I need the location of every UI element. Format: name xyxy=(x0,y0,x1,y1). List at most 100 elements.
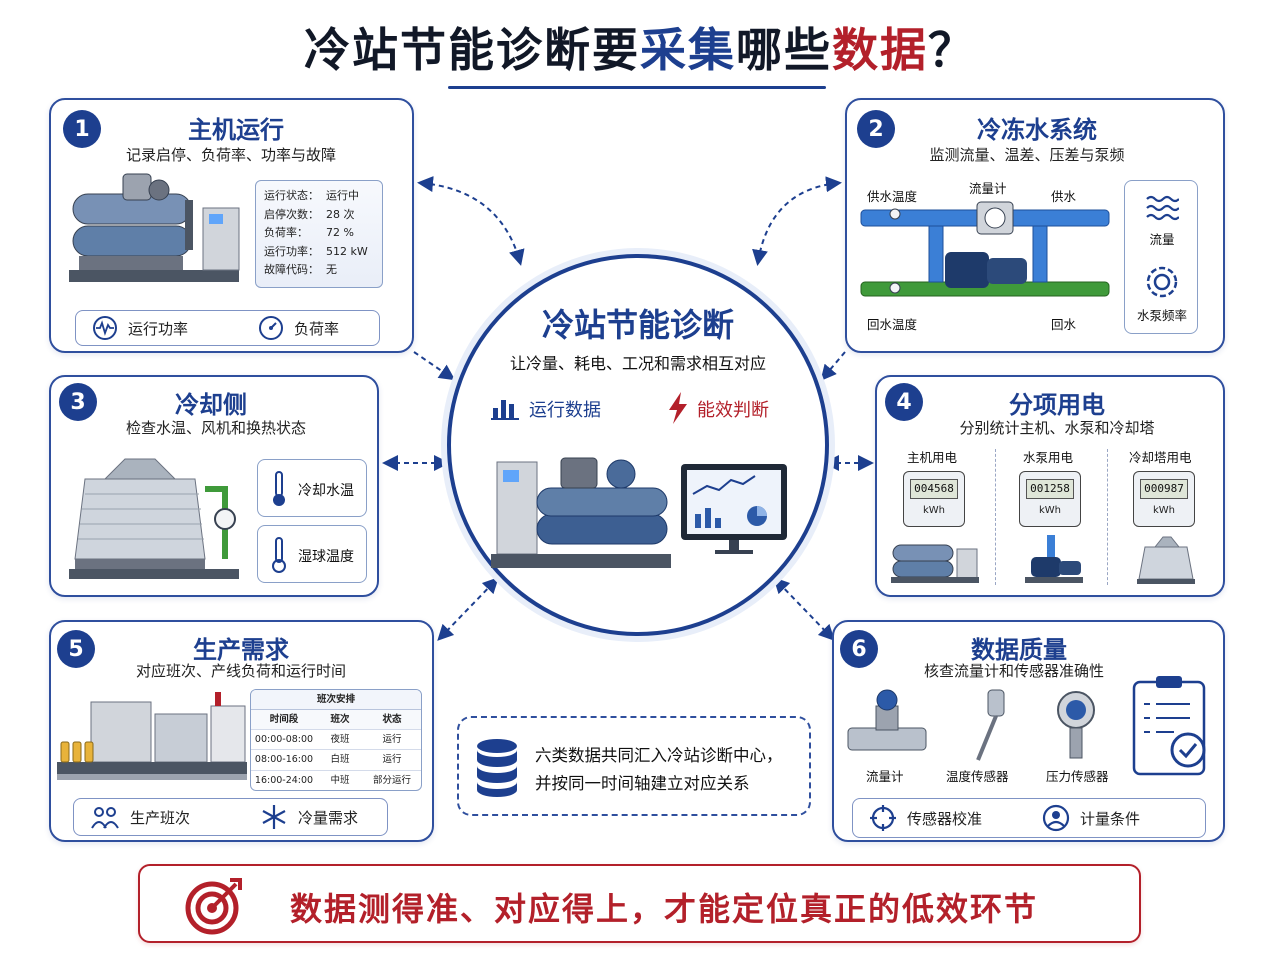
cooling-tower-illustration xyxy=(69,458,239,579)
target-icon xyxy=(185,878,242,935)
pill-label-metering-conditions: 计量条件 xyxy=(1080,809,1141,828)
card-number: 5 xyxy=(57,630,95,668)
temperature-sensor-illustration xyxy=(976,689,1005,761)
status-value: 512 kW xyxy=(326,244,368,258)
schedule-header-row: 时间段 班次 状态 xyxy=(251,710,421,731)
meter-unit: kWh xyxy=(1152,505,1176,516)
meter-display: 001258 xyxy=(1026,479,1074,499)
label-cooling-water-temp: 冷却水温 xyxy=(298,483,354,499)
label-supply: 供水 xyxy=(1051,189,1077,204)
schedule-header: 班次 xyxy=(330,714,350,725)
status-row: 故障代码： 无 xyxy=(264,261,374,280)
status-value: 运行中 xyxy=(326,189,359,202)
status-row: 运行功率： 512 kW xyxy=(264,243,374,262)
arrow-c2-center-b xyxy=(820,351,846,382)
bar-chart-icon xyxy=(491,400,519,420)
divider xyxy=(995,449,996,585)
schedule-header: 状态 xyxy=(382,714,402,725)
pill-label-sensor-calibration: 传感器校准 xyxy=(907,809,983,828)
divider xyxy=(1107,449,1108,585)
schedule-cell: 白班 xyxy=(330,754,350,766)
card-chiller-operation: 1 主机运行 记录启停、负荷率、功率与故障 运行状态：运行中 启停次数：28 次… xyxy=(49,98,414,353)
status-value: 72 % xyxy=(326,226,354,239)
chiller-and-monitor-illustration xyxy=(491,457,787,568)
label-pressure-sensor: 压力传感器 xyxy=(1046,769,1109,784)
status-key: 启停次数： xyxy=(264,207,319,221)
status-key: 负荷率： xyxy=(264,226,308,239)
schedule-header: 时间段 xyxy=(269,714,299,725)
card-title: 分项用电 xyxy=(1009,391,1105,419)
arrow-c1-center xyxy=(417,176,525,266)
energy-meter-tower: 000987 kWh xyxy=(1133,471,1195,527)
card-title: 主机运行 xyxy=(188,116,284,144)
card-title: 数据质量 xyxy=(971,636,1067,664)
status-value: 无 xyxy=(326,263,337,276)
pipe-illustration xyxy=(860,201,1110,297)
meter-unit: kWh xyxy=(1038,505,1062,516)
center-tag-operation-data: 运行数据 xyxy=(529,400,601,421)
chilled-water-side-panel: 流量 水泵频率 xyxy=(1124,180,1198,334)
arrow-c5-center xyxy=(437,577,499,641)
energy-meter-chiller: 004568 kWh xyxy=(903,471,965,527)
label-wet-bulb-temp: 湿球温度 xyxy=(298,549,354,565)
card-number: 4 xyxy=(885,383,923,421)
card-number: 2 xyxy=(857,110,895,148)
card-title: 冷冻水系统 xyxy=(977,116,1097,144)
pressure-sensor-illustration xyxy=(1057,691,1095,759)
label-flowmeter: 流量计 xyxy=(969,181,1007,196)
center-subtitle: 让冷量、耗电、工况和需求相互对应 xyxy=(509,354,766,373)
summary-note-box: 六类数据共同汇入冷站诊断中心， 并按同一时间轴建立对应关系 xyxy=(457,716,811,816)
card-title: 冷却侧 xyxy=(175,391,247,419)
schedule-cell: 00:00-08:00 xyxy=(254,734,314,746)
meter-display: 000987 xyxy=(1140,479,1188,499)
arrow-c2-center xyxy=(752,176,842,266)
pill-bar: 运行功率 负荷率 xyxy=(75,310,380,346)
title-underline xyxy=(448,86,826,89)
status-key: 运行功率： xyxy=(264,244,319,258)
card-subtitle: 核查流量计和传感器准确性 xyxy=(923,662,1104,680)
label-return-temp: 回水温度 xyxy=(867,317,918,332)
chiller-illustration xyxy=(69,173,240,282)
energy-meter-pump: 001258 kWh xyxy=(1019,471,1081,527)
chiller-status-panel: 运行状态：运行中 启停次数：28 次 负荷率：72 % 运行功率：512 kW … xyxy=(255,180,383,288)
label-flowmeter-sensor: 流量计 xyxy=(866,769,904,784)
schedule-cell: 运行 xyxy=(382,754,402,766)
flowmeter-sensor-illustration xyxy=(847,689,927,751)
title-part: 冷站节能诊断要 xyxy=(304,23,640,77)
status-key: 故障代码： xyxy=(264,263,319,276)
pill-label-shift: 生产班次 xyxy=(130,808,191,827)
status-row: 启停次数：28 次 xyxy=(264,206,374,225)
note-line-2: 并按同一时间轴建立对应关系 xyxy=(535,774,750,793)
title-part: ？ xyxy=(928,23,976,77)
label-supply-temp: 供水温度 xyxy=(867,189,918,204)
pill-bar: 传感器校准 计量条件 xyxy=(852,798,1206,838)
small-tower-icon xyxy=(1137,536,1195,584)
schedule-cell: 运行 xyxy=(382,734,402,746)
wet-bulb-temp-item: 湿球温度 xyxy=(257,525,367,583)
label-temperature-sensor: 温度传感器 xyxy=(946,769,1009,784)
card-production-demand: 5 生产需求 对应班次、产线负荷和运行时间 班次安排 时间段班次状态 00:00… xyxy=(49,620,434,842)
card-chilled-water: 2 冷冻水系统 监测流量、温差、压差与泵频 供水温度 流量计 供水 回水温度 回… xyxy=(845,98,1225,353)
meter-label-pump: 水泵用电 xyxy=(1023,450,1074,465)
center-diagnosis-hub: 冷站节能诊断 让冷量、耗电、工况和需求相互对应 运行数据 能效判断 xyxy=(447,254,829,636)
meter-label-chiller: 主机用电 xyxy=(907,450,958,465)
title-highlight-blue: 采集 xyxy=(640,23,736,77)
water-wave-icon xyxy=(1146,195,1179,221)
power-wave-icon xyxy=(93,316,117,340)
schedule-cell: 中班 xyxy=(330,774,350,786)
page-title: 冷站节能诊断要采集哪些数据？ xyxy=(0,14,1280,80)
people-group-icon xyxy=(91,807,119,829)
meter-unit: kWh xyxy=(922,505,946,516)
card-cooling-side: 3 冷却侧 检查水温、风机和换热状态 冷却水温 湿球温度 xyxy=(49,375,379,597)
title-highlight-red: 数据 xyxy=(832,23,928,77)
schedule-cell: 夜班 xyxy=(330,734,350,746)
label-return: 回水 xyxy=(1051,317,1077,332)
thermometer-icon xyxy=(272,537,286,573)
card-subtitle: 分别统计主机、水泵和冷却塔 xyxy=(959,419,1155,437)
label-pump-frequency: 水泵频率 xyxy=(1136,308,1187,323)
status-row: 运行状态：运行中 xyxy=(264,187,374,206)
schedule-cell: 16:00-24:00 xyxy=(254,774,314,786)
